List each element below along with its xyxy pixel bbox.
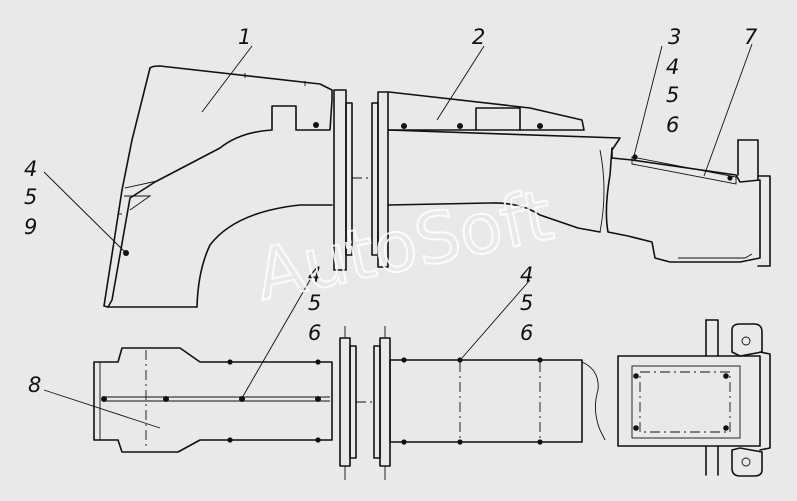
label-8: 8 (28, 373, 41, 397)
flange-left-side (333, 89, 389, 271)
label-6-top: 6 (666, 113, 679, 137)
leader-7 (703, 43, 753, 177)
outlet-top-view (617, 319, 771, 477)
label-4-mid-left: 4 (308, 263, 321, 287)
watermark-text: AutoSoft (248, 174, 559, 317)
leader-lines (43, 43, 753, 429)
part-7-outlet (605, 139, 771, 267)
leader-459 (43, 171, 125, 252)
label-5-left: 5 (24, 185, 37, 209)
label-4-mid: 4 (520, 263, 533, 287)
label-1: 1 (238, 25, 251, 49)
label-4-left: 4 (24, 157, 37, 181)
part-8-intake-top (93, 347, 333, 453)
flange-top-view (339, 326, 391, 480)
leader-456-left (241, 279, 311, 399)
label-5-mid: 5 (520, 291, 533, 315)
part-labels: 1 2 3 4 5 6 7 4 5 9 4 5 6 4 5 6 8 (24, 25, 758, 397)
leader-1 (201, 45, 253, 113)
leader-3 (633, 45, 663, 157)
label-6-mid: 6 (520, 321, 533, 345)
label-2: 2 (472, 25, 485, 49)
side-view (103, 65, 771, 308)
leader-2 (436, 45, 485, 121)
part-1-housing (103, 65, 333, 308)
label-6-mid-left: 6 (308, 321, 321, 345)
label-3: 3 (668, 25, 681, 49)
label-4-top: 4 (666, 55, 679, 79)
label-9-left: 9 (24, 215, 37, 239)
label-7: 7 (744, 25, 758, 49)
part-2-pipe (387, 91, 621, 233)
label-5-mid-left: 5 (308, 291, 321, 315)
label-5-top: 5 (666, 83, 679, 107)
top-view (93, 319, 771, 480)
pipe-top-view (389, 357, 606, 445)
leader-8 (43, 389, 161, 429)
leader-456-mid (461, 279, 531, 359)
